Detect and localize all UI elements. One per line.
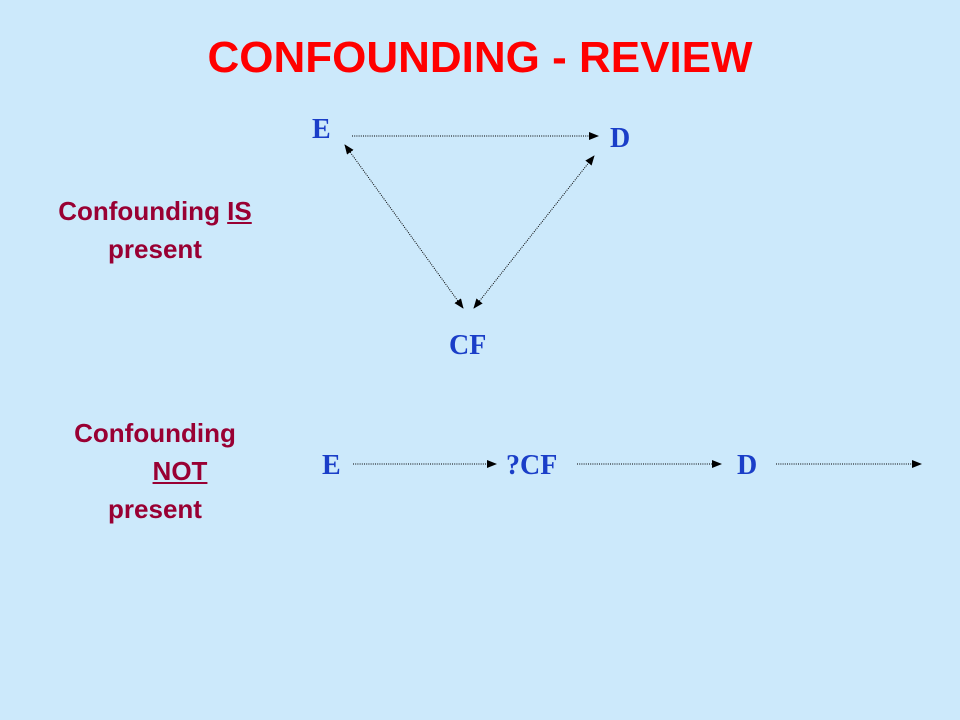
node-confounder-triangle: CF	[449, 330, 487, 361]
caption-present-line2: present	[108, 234, 202, 264]
arrow-e-cf-bidirectional	[344, 144, 464, 309]
caption-confounding-present: Confounding IS present	[20, 192, 290, 268]
node-exposure-triangle: E	[312, 114, 331, 145]
caption-not-present-line1: Confounding	[74, 418, 236, 448]
node-intermediate-chain: ?CF	[506, 450, 558, 481]
caption-present-prefix: Confounding	[58, 196, 228, 226]
caption-confounding-not-present: Confounding NOT present	[50, 414, 260, 528]
caption-present-emphasis: IS	[227, 196, 252, 226]
node-disease-triangle: D	[610, 123, 631, 154]
node-disease-chain: D	[737, 450, 758, 481]
caption-not-present-line3: present	[108, 494, 202, 524]
arrow-cf-d-bidirectional	[473, 155, 595, 309]
node-exposure-chain: E	[322, 450, 341, 481]
caption-not-present-emphasis: NOT	[152, 456, 208, 486]
slide-title: CONFOUNDING - REVIEW	[207, 33, 753, 82]
